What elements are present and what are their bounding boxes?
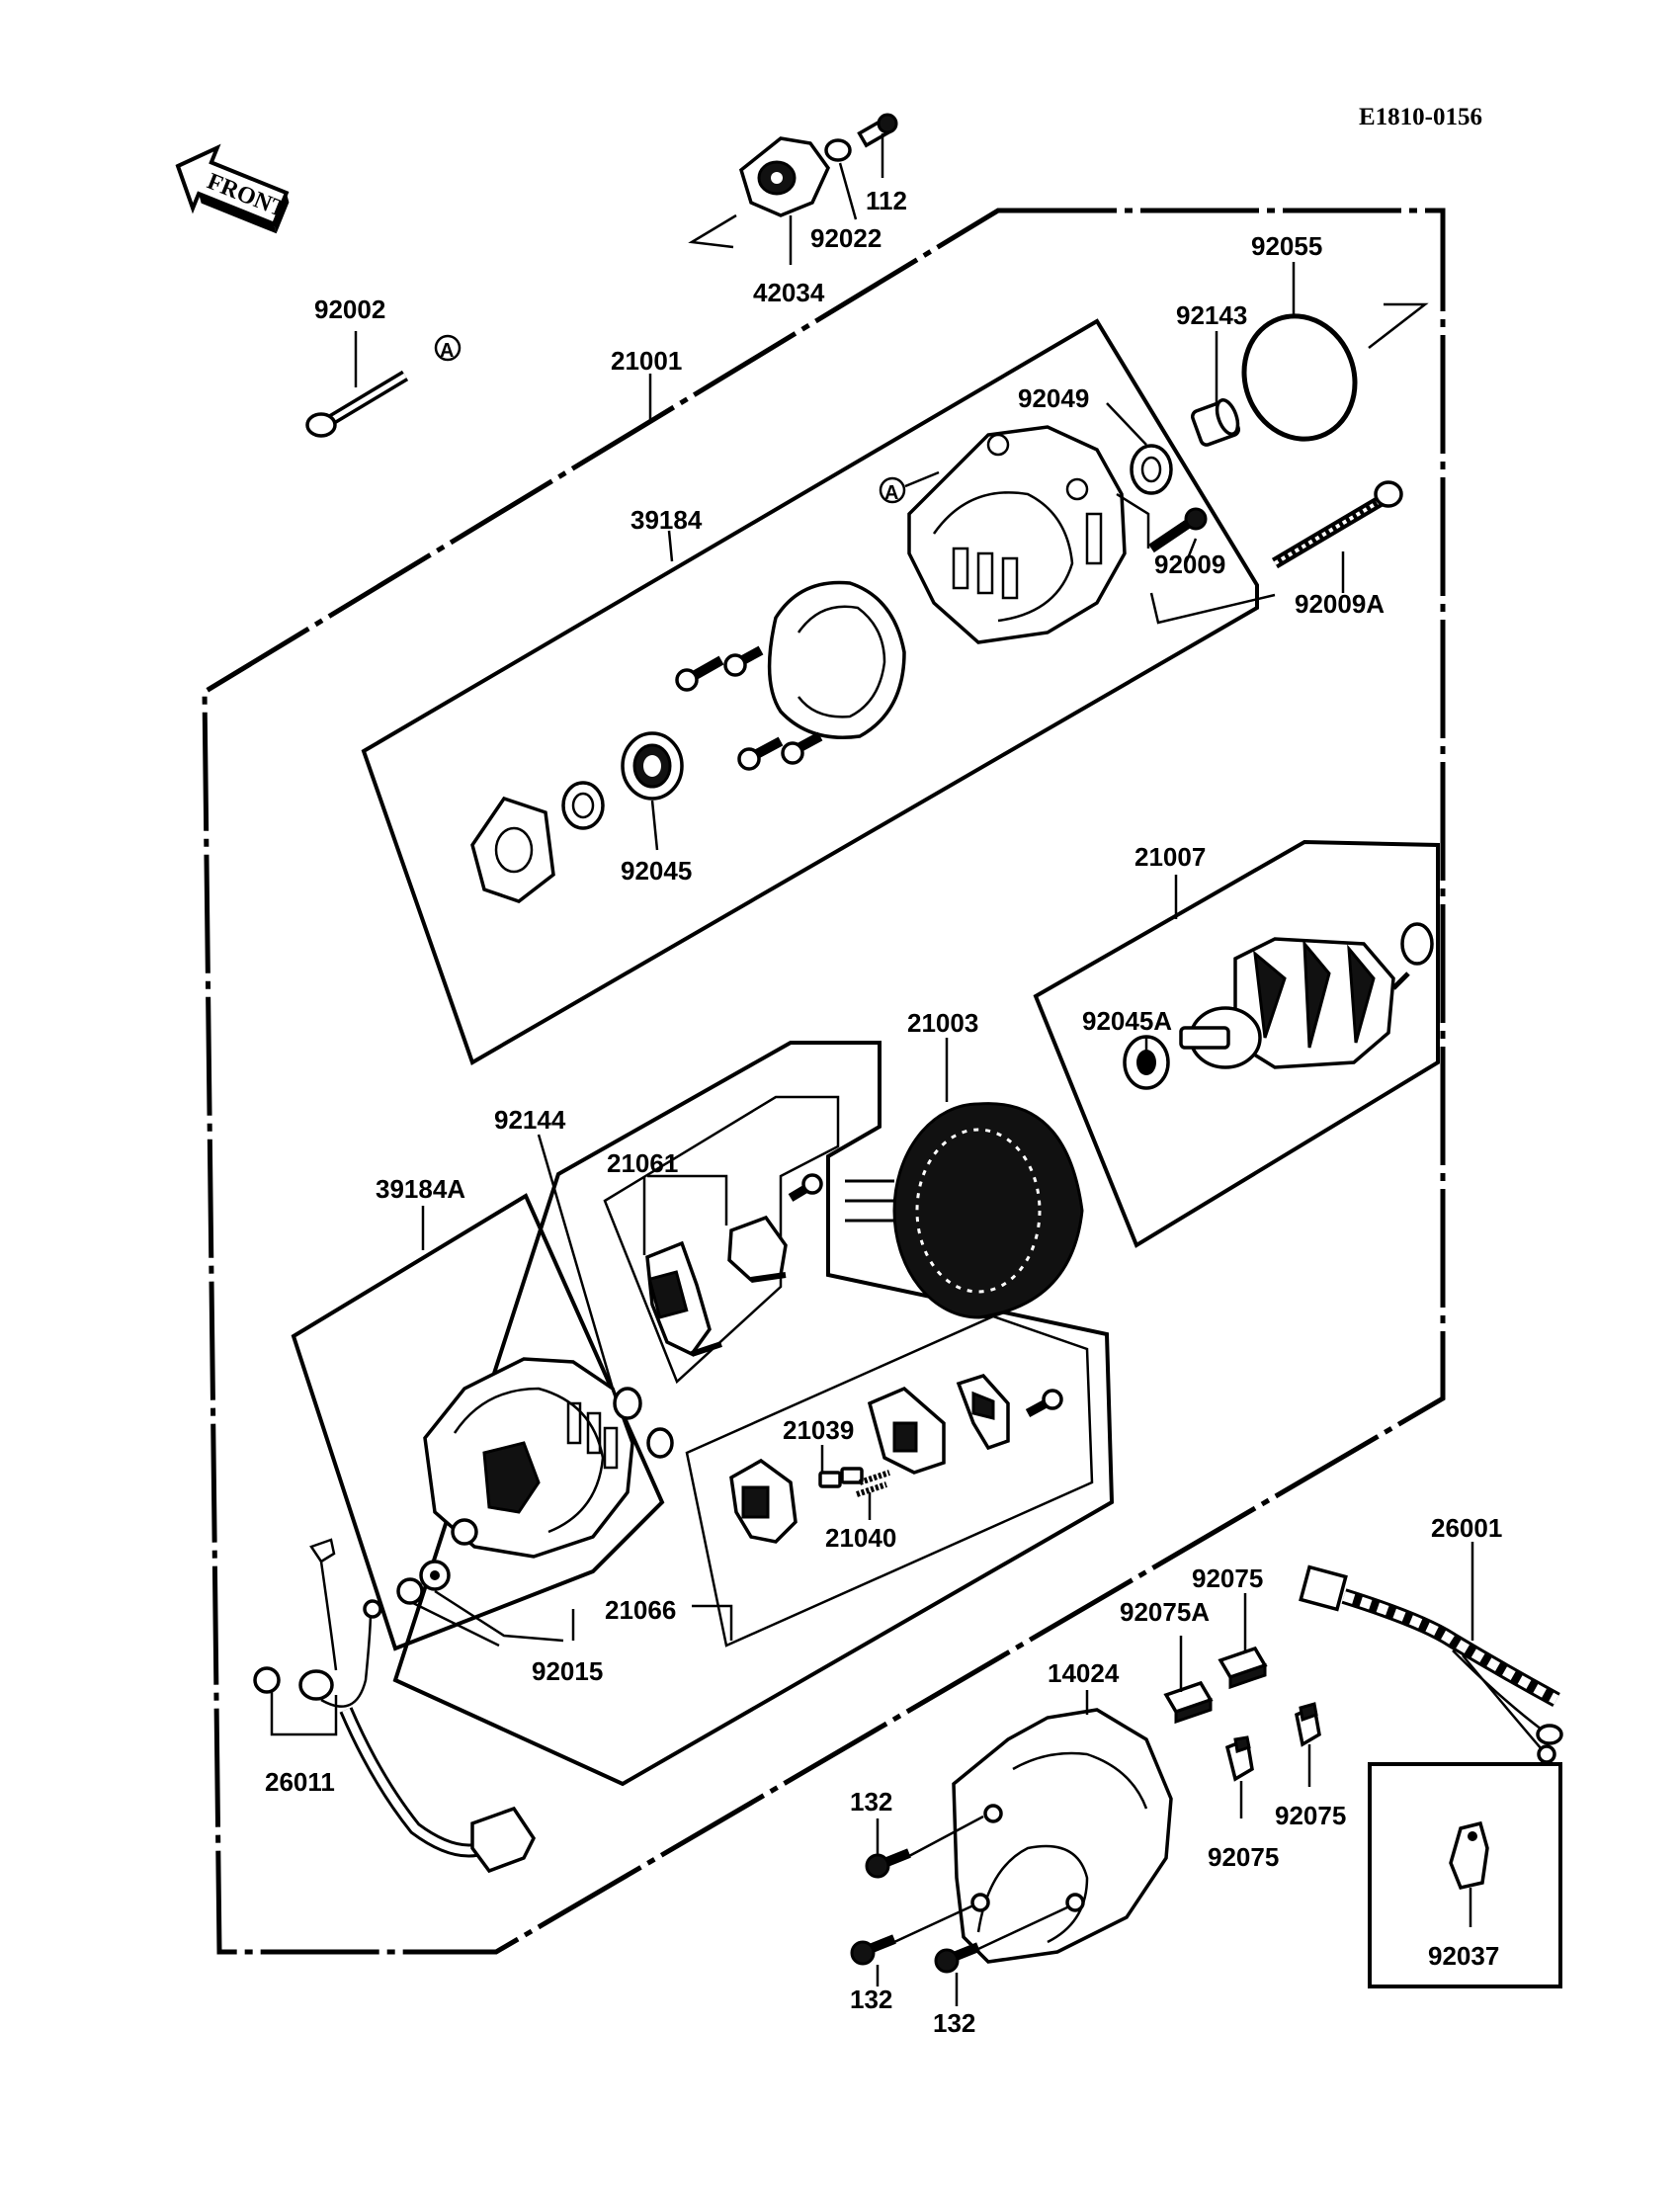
diagram-code: E1810-0156 (1359, 104, 1482, 130)
washer-92022 (824, 138, 852, 162)
label-92045: 92045 (621, 856, 692, 886)
bracket-92037 (1449, 1820, 1489, 1891)
brush-part-21039 (818, 1467, 864, 1488)
label-92144: 92144 (494, 1105, 566, 1135)
bearing-92045 (621, 731, 684, 801)
bolt-132-upper (865, 1848, 911, 1879)
brush-92075A (1163, 1680, 1214, 1725)
label-21040: 21040 (825, 1523, 896, 1553)
label-92143: 92143 (1176, 300, 1247, 330)
label-92075A: 92075A (1120, 1597, 1210, 1627)
label-42034: 42034 (753, 278, 825, 307)
label-21001: 21001 (611, 346, 682, 376)
label-21061: 21061 (607, 1148, 678, 1178)
brush-holder-inner-outline (603, 1095, 840, 1385)
bolt-112 (857, 113, 898, 148)
label-92075-right: 92075 (1275, 1801, 1346, 1830)
brush-holder-part (645, 1215, 788, 1357)
stator-part (845, 1102, 1084, 1319)
retainer-screws (675, 645, 823, 771)
leader-lines (270, 133, 1474, 2006)
wire-harness-26001 (1299, 1564, 1563, 1764)
label-21003: 21003 (907, 1008, 978, 1038)
brush-92075-middle (1224, 1735, 1254, 1782)
label-92009A: 92009A (1295, 589, 1385, 619)
flange-plate (470, 796, 555, 903)
main-assembly-frame (202, 208, 1446, 1955)
label-39184: 39184 (630, 505, 703, 535)
label-132-lower-right: 132 (933, 2008, 975, 2038)
label-21039: 21039 (783, 1415, 854, 1445)
label-92049: 92049 (1018, 383, 1089, 413)
label-92015: 92015 (532, 1656, 603, 1686)
svg-text:A: A (440, 340, 454, 362)
alternator-cover-14024 (952, 1708, 1173, 1964)
brush-holder-screw (788, 1173, 823, 1202)
label-112: 112 (866, 186, 907, 215)
o-ring-92055 (1241, 313, 1358, 442)
front-arrow-icon: FRONT (175, 143, 291, 234)
spacer-92144 (613, 1387, 642, 1420)
bolt-92002 (305, 370, 409, 438)
regulator-panel (685, 1314, 1094, 1648)
rotor-panel (1033, 839, 1440, 1248)
bolt-132-lower-left (850, 1934, 896, 1966)
front-housing-part (423, 1357, 634, 1559)
label-39184A: 39184A (376, 1174, 465, 1204)
through-bolt-92009A (1271, 480, 1403, 569)
pulley-part (688, 136, 831, 249)
label-26001: 26001 (1431, 1513, 1502, 1543)
rear-housing-part (907, 425, 1127, 644)
label-92075-top: 92075 (1192, 1563, 1263, 1593)
bearing-retainer-plate (767, 580, 906, 739)
label-92009: 92009 (1154, 549, 1225, 579)
brush-92075-upper (1218, 1646, 1268, 1690)
label-132-lower-left: 132 (850, 1985, 892, 2014)
svg-text:A: A (884, 482, 898, 504)
bolt-132-lower-right (934, 1942, 980, 1974)
label-21007: 21007 (1134, 842, 1206, 872)
label-92002: 92002 (314, 295, 385, 324)
lead-wire-26011 (253, 1538, 537, 1874)
end-cover-panel (361, 318, 1259, 1065)
bolt-92009 (1148, 507, 1208, 553)
label-92045A: 92045A (1082, 1006, 1172, 1036)
washer-92015-b (396, 1577, 424, 1605)
bracket-box (1368, 1762, 1562, 1988)
label-92037: 92037 (1428, 1941, 1499, 1971)
label-14024: 14024 (1048, 1658, 1120, 1688)
label-92022: 92022 (810, 223, 882, 253)
ref-mark-a-housing: A (879, 476, 906, 504)
label-132-upper: 132 (850, 1787, 892, 1817)
o-ring-indicator (1368, 302, 1429, 349)
bushing-92143 (1190, 398, 1241, 447)
regulator-part (729, 1373, 1010, 1544)
label-92055: 92055 (1251, 231, 1322, 261)
rotor-part (1179, 922, 1434, 1069)
spring-part-21040 (856, 1470, 890, 1497)
regulator-screw (1025, 1389, 1063, 1417)
label-26011: 26011 (265, 1767, 335, 1797)
front-housing-panel (291, 1193, 665, 1651)
label-21066: 21066 (605, 1595, 676, 1625)
brush-holder-panel (392, 1041, 1115, 1787)
brush-92075-right (1295, 1702, 1321, 1747)
spacer-right (646, 1427, 674, 1459)
label-92075-middle: 92075 (1208, 1842, 1279, 1872)
ref-mark-a-top: A (434, 334, 462, 362)
